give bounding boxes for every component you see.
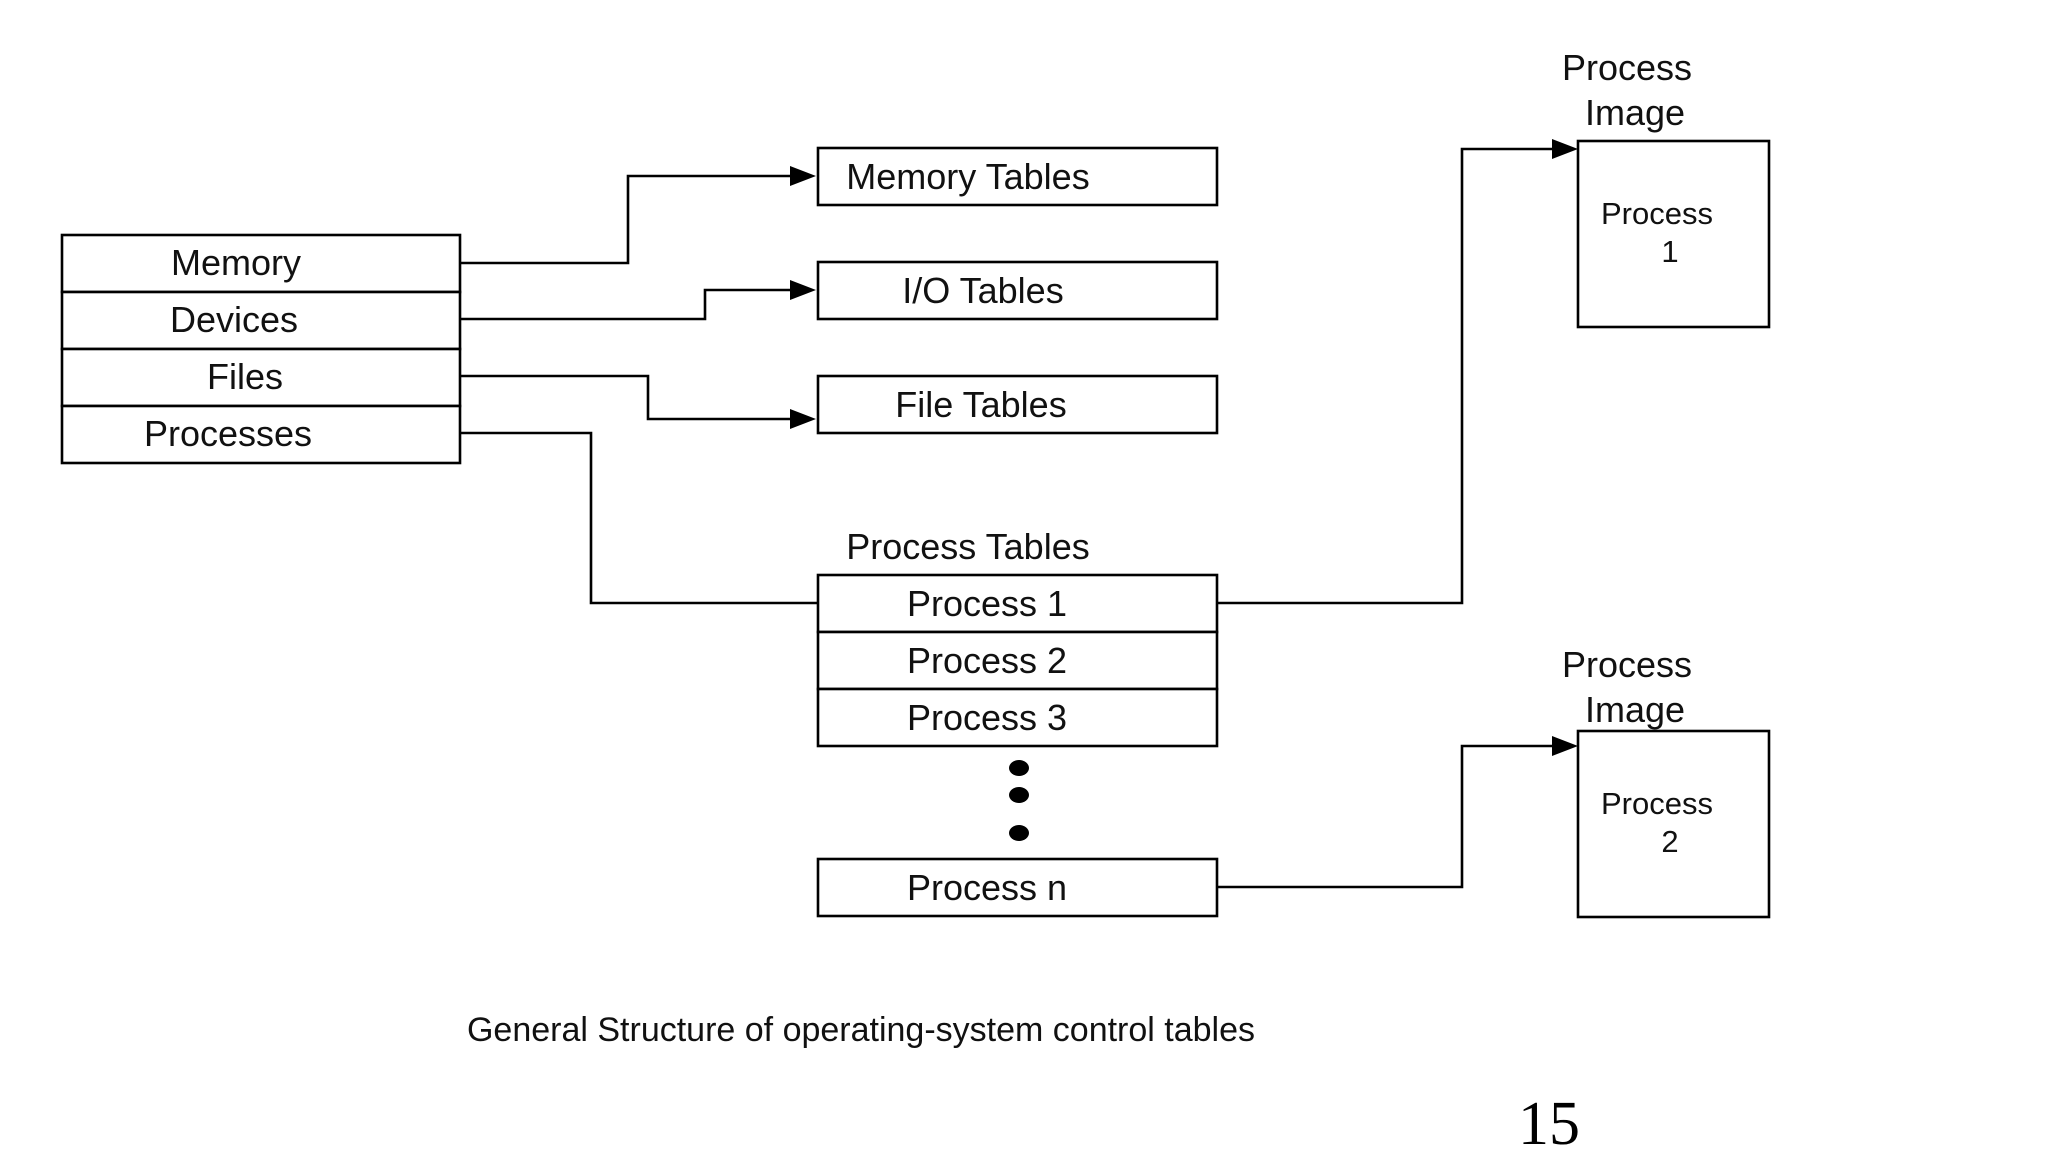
diagram-caption: General Structure of operating-system co… bbox=[467, 1011, 1255, 1049]
file-tables-label: File Tables bbox=[895, 384, 1066, 425]
page-number: 15 bbox=[1518, 1090, 1580, 1152]
connector-devices-to-io-tables bbox=[460, 288, 790, 321]
process-image-2-box bbox=[1576, 729, 1771, 919]
io-tables-box bbox=[816, 260, 1219, 321]
arrowhead-process-image-2 bbox=[1552, 736, 1578, 756]
process-tables: Process Tables Process 1 Process 2 Proce… bbox=[816, 526, 1219, 918]
process-row-n-box bbox=[816, 857, 1219, 918]
process-row-2-label: Process 2 bbox=[907, 640, 1067, 681]
connector-files-to-file-tables bbox=[460, 374, 790, 421]
process-image-1: Process Image Process 1 bbox=[1562, 47, 1771, 329]
control-table: Memory Devices Files Processes bbox=[60, 233, 462, 465]
control-row-processes-label: Processes bbox=[144, 413, 312, 454]
control-row-devices-label: Devices bbox=[170, 299, 298, 340]
process-row-3-label: Process 3 bbox=[907, 697, 1067, 738]
control-row-files-label: Files bbox=[207, 356, 283, 397]
process-row-1-label: Process 1 bbox=[907, 583, 1067, 624]
process-tables-heading: Process Tables bbox=[846, 526, 1089, 567]
arrowhead-process-image-1 bbox=[1552, 139, 1578, 159]
ellipsis-dot-3 bbox=[1009, 825, 1029, 841]
connector-memory-to-memory-tables bbox=[460, 174, 790, 265]
ellipsis-dot-2 bbox=[1009, 787, 1029, 803]
ellipsis-dot-1 bbox=[1009, 760, 1029, 776]
control-row-memory-label: Memory bbox=[171, 242, 301, 283]
file-tables-box bbox=[816, 374, 1219, 435]
process-image-2-heading-line2: Image bbox=[1585, 689, 1685, 730]
process-image-2-content-line1: Process bbox=[1601, 786, 1713, 821]
connector-process-n-to-image bbox=[1217, 744, 1552, 889]
control-row-devices-box bbox=[60, 290, 462, 351]
process-image-1-box bbox=[1576, 139, 1771, 329]
control-row-processes-box bbox=[60, 404, 462, 465]
process-row-n-label: Process n bbox=[907, 867, 1067, 908]
process-image-1-content-line2: 1 bbox=[1661, 234, 1678, 269]
memory-tables-label: Memory Tables bbox=[846, 156, 1089, 197]
process-row-3-box bbox=[816, 687, 1219, 748]
arrowhead-io-tables bbox=[790, 280, 816, 300]
process-image-1-content-line1: Process bbox=[1601, 196, 1713, 231]
process-row-1-box bbox=[816, 573, 1219, 634]
process-image-1-heading-line2: Image bbox=[1585, 92, 1685, 133]
process-row-2-box bbox=[816, 630, 1219, 691]
resource-tables: Memory Tables I/O Tables File Tables bbox=[816, 146, 1219, 435]
memory-tables-box bbox=[816, 146, 1219, 207]
control-row-memory-box bbox=[60, 233, 462, 294]
process-image-1-heading-line1: Process bbox=[1562, 47, 1692, 88]
connector-process-1-to-image bbox=[1217, 147, 1552, 605]
control-row-files-box bbox=[60, 347, 462, 408]
connector-processes-to-process-tables bbox=[460, 431, 818, 605]
connectors bbox=[460, 139, 1578, 889]
process-image-2-heading-line1: Process bbox=[1562, 644, 1692, 685]
arrowhead-file-tables bbox=[790, 409, 816, 429]
io-tables-label: I/O Tables bbox=[902, 270, 1063, 311]
process-image-2: Process Image Process 2 bbox=[1562, 644, 1771, 919]
process-image-2-content-line2: 2 bbox=[1661, 824, 1678, 859]
arrowhead-memory-tables bbox=[790, 166, 816, 186]
